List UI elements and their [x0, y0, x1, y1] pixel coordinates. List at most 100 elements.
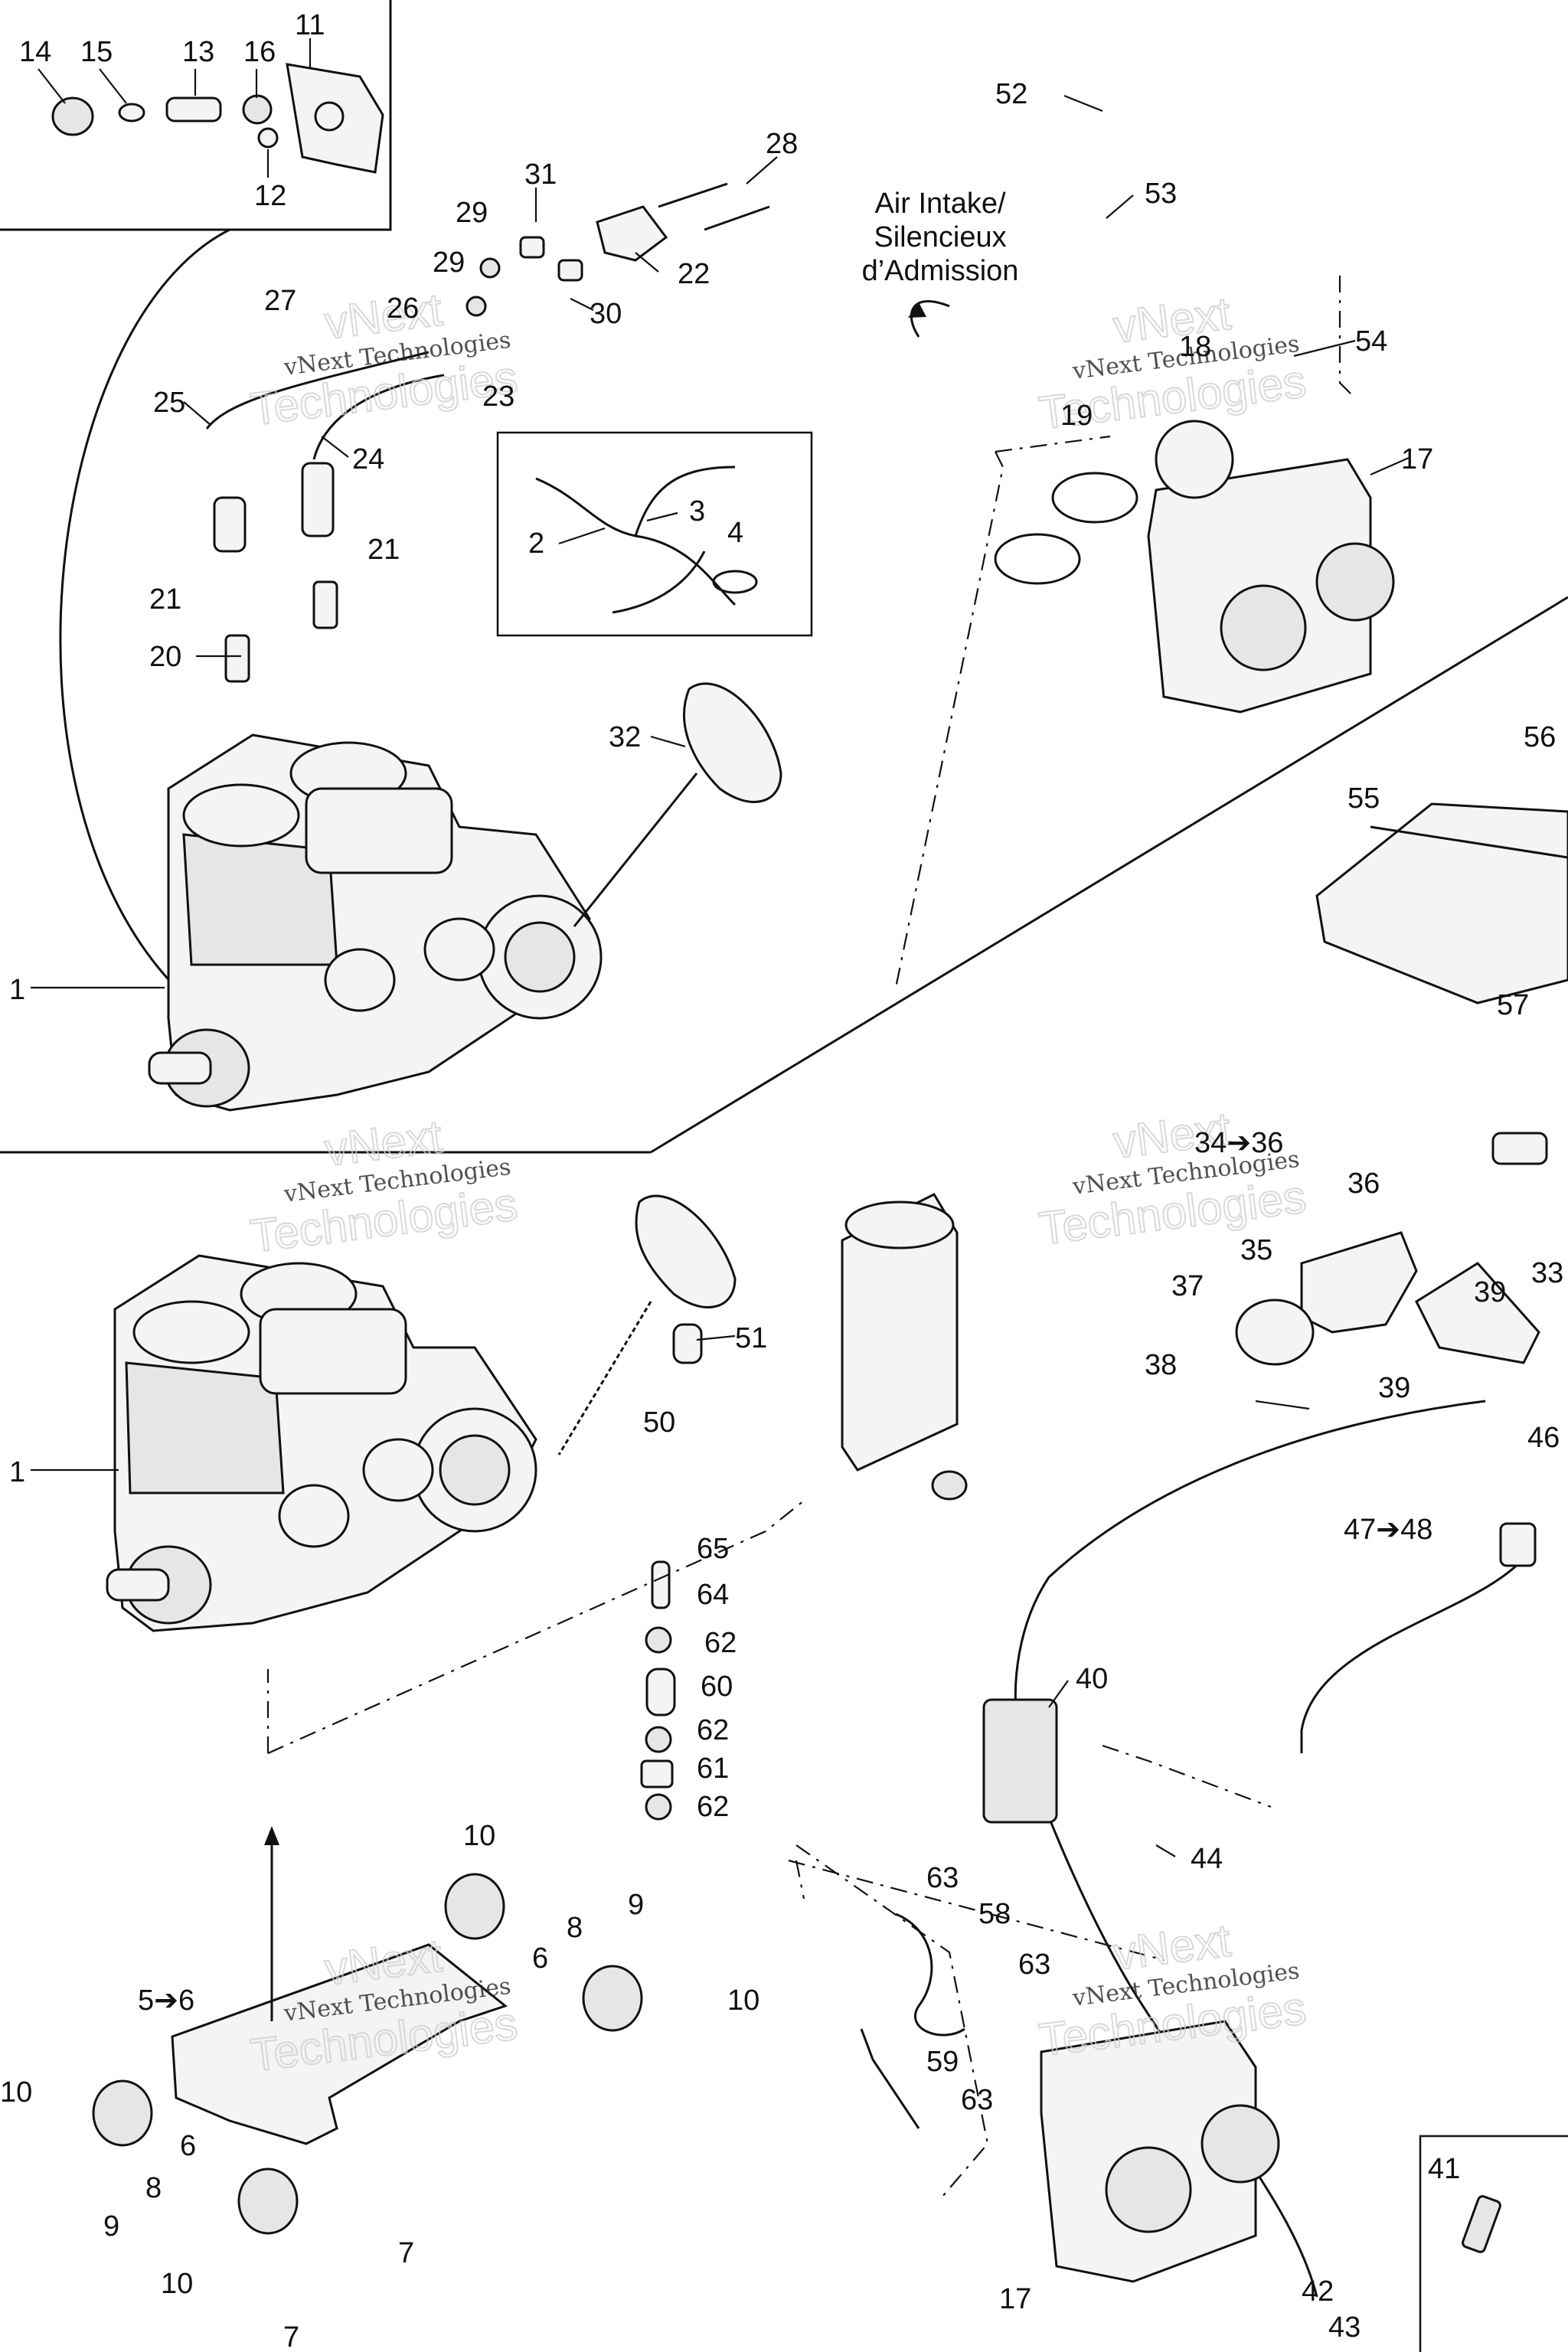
callout-7a: 7	[398, 2237, 414, 2269]
callout-30: 30	[590, 298, 622, 330]
callout-10d: 10	[161, 2268, 193, 2300]
forward-arrow	[264, 300, 950, 2021]
callout-25: 25	[153, 387, 185, 419]
callout-40: 40	[1076, 1663, 1108, 1695]
cylinder-head-hardware	[205, 182, 770, 683]
carburetor-upper	[994, 420, 1395, 714]
svg-text:Air Intake/: Air Intake/	[874, 188, 1006, 220]
callout-22: 22	[678, 258, 710, 290]
callout-11: 11	[295, 9, 325, 41]
callout-65: 65	[697, 1533, 729, 1565]
callout-8b: 8	[145, 2172, 162, 2204]
callout-60: 60	[701, 1671, 733, 1703]
callout-55: 55	[1348, 782, 1380, 815]
callout-37: 37	[1171, 1270, 1204, 1302]
air-intake-note: Air Intake/ Silencieux d’Admission	[862, 188, 1019, 287]
callout-16: 16	[243, 36, 276, 68]
callout-23: 23	[482, 381, 514, 413]
callout-28: 28	[766, 128, 798, 160]
callout-36: 36	[1348, 1168, 1380, 1200]
callout-13: 13	[182, 36, 214, 68]
callout-19: 19	[1060, 400, 1093, 432]
wiring-harness-inset	[496, 431, 813, 637]
callout-54: 54	[1355, 325, 1387, 358]
callout-12: 12	[254, 180, 286, 212]
callout-62c: 62	[697, 1791, 729, 1823]
callout-4: 4	[727, 517, 743, 549]
callout-51: 51	[735, 1322, 767, 1354]
callout-64: 64	[697, 1579, 729, 1611]
callout-32: 32	[609, 721, 641, 753]
callout-leaders	[31, 38, 1410, 1857]
callout-29b: 29	[433, 247, 465, 279]
callout-44: 44	[1191, 1843, 1223, 1875]
callout-5-6: 5➔6	[138, 1984, 194, 2017]
callout-59: 59	[926, 2046, 959, 2078]
callout-6a: 6	[532, 1942, 548, 1975]
callout-29a: 29	[456, 197, 488, 229]
callout-61: 61	[697, 1753, 729, 1785]
callout-39b: 39	[1378, 1372, 1410, 1404]
callout-63c: 63	[961, 2084, 993, 2116]
carburetor-lower	[1040, 2020, 1280, 2283]
inset-41	[1419, 2135, 1568, 2352]
callout-10a: 10	[463, 1820, 495, 1852]
callout-58: 58	[978, 1898, 1011, 1930]
callout-46: 46	[1527, 1422, 1560, 1454]
callout-17b: 17	[999, 2283, 1031, 2315]
callout-21b: 21	[149, 583, 181, 616]
callout-38: 38	[1145, 1349, 1177, 1381]
callout-3: 3	[689, 495, 705, 528]
callout-labels: 14 15 13 16 11 12 52 53 54 28 31 29 29 2…	[0, 9, 1563, 2352]
callout-9a: 9	[628, 1889, 644, 1921]
callout-1b: 1	[9, 1456, 25, 1488]
callout-7b: 7	[283, 2321, 299, 2352]
callout-41: 41	[1428, 2153, 1460, 2185]
svg-text:d’Admission: d’Admission	[862, 255, 1019, 287]
callout-34-36: 34➔36	[1194, 1127, 1283, 1159]
callout-43: 43	[1328, 2311, 1361, 2344]
callout-27: 27	[264, 285, 296, 317]
svg-text:Silencieux: Silencieux	[874, 221, 1006, 253]
callout-26: 26	[387, 292, 419, 325]
callout-63a: 63	[926, 1862, 959, 1894]
callout-57: 57	[1497, 989, 1529, 1021]
callout-35: 35	[1240, 1234, 1272, 1266]
callout-14: 14	[19, 36, 51, 68]
callout-6b: 6	[180, 2130, 196, 2162]
callout-10b: 10	[727, 1984, 760, 2017]
callout-62b: 62	[697, 1714, 729, 1746]
callout-62a: 62	[704, 1627, 737, 1659]
engine-upper	[148, 733, 603, 1112]
inset-idler-assembly	[51, 63, 384, 174]
callout-42: 42	[1302, 2275, 1334, 2308]
callout-63b: 63	[1018, 1949, 1050, 1981]
recoil-starter-parts	[557, 682, 782, 1455]
throttle-cables	[982, 1400, 1537, 2298]
engine-lower	[106, 1254, 537, 1632]
fuel-line-group	[640, 1560, 965, 2129]
engine-mount-bracket	[92, 1873, 643, 2235]
callout-9b: 9	[103, 2210, 119, 2243]
callout-47-48: 47➔48	[1344, 1514, 1432, 1546]
callout-56: 56	[1524, 721, 1556, 753]
callout-24: 24	[352, 443, 384, 475]
dashed-reference-lines	[266, 276, 1356, 2198]
callout-39a: 39	[1474, 1276, 1506, 1308]
muffler	[841, 1193, 968, 1501]
callout-15: 15	[80, 36, 113, 68]
callout-18: 18	[1179, 331, 1211, 363]
callout-53: 53	[1145, 178, 1177, 210]
callout-1a: 1	[9, 974, 25, 1006]
throttle-housing	[1235, 1132, 1548, 1366]
callout-33: 33	[1531, 1257, 1563, 1289]
callout-8a: 8	[567, 1912, 583, 1944]
callout-52: 52	[995, 78, 1027, 110]
divider-lines	[0, 0, 1568, 1154]
callout-10c: 10	[0, 2076, 32, 2109]
air-silencer	[1315, 802, 1568, 1004]
callout-50: 50	[643, 1406, 675, 1439]
callout-31: 31	[524, 158, 557, 191]
callout-17a: 17	[1401, 443, 1433, 475]
